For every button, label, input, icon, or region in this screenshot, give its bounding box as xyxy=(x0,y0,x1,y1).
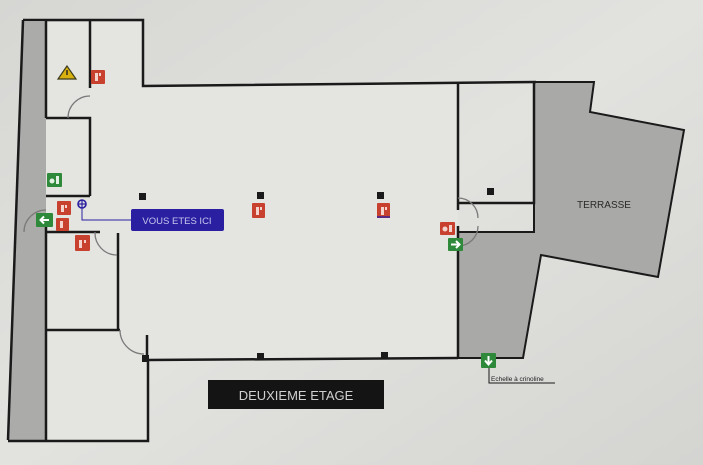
exit-arrow-left-icon xyxy=(36,213,53,227)
column-markers xyxy=(139,188,494,362)
terrace-zone xyxy=(457,81,686,359)
fire-alarm-icon xyxy=(440,222,455,235)
floor-label-badge xyxy=(208,380,384,409)
walls xyxy=(6,18,537,443)
you-are-here-label: VOUS ETES ICI xyxy=(142,216,211,227)
exit-arrow-right-icon xyxy=(448,238,463,251)
fire-extinguisher-icon xyxy=(75,235,90,251)
floor-label: DEUXIEME ETAGE xyxy=(239,388,354,403)
column-marker xyxy=(487,188,494,195)
you-are-here-leader-line xyxy=(81,208,132,221)
evacuation-point-icon xyxy=(47,173,62,187)
fire-extinguisher-icon xyxy=(91,70,105,84)
fire-extinguisher-icon xyxy=(56,218,69,231)
column-marker xyxy=(142,355,149,362)
column-marker xyxy=(381,352,388,359)
terrace-label: TERRASSE xyxy=(577,200,631,211)
column-marker xyxy=(257,192,264,199)
ladder-label: Echelle à crinoline xyxy=(491,376,544,383)
ladder-leader-line xyxy=(488,368,555,384)
fire-extinguisher-icon xyxy=(252,203,265,218)
warning-triangle-icon xyxy=(56,64,78,80)
fire-extinguisher-icon xyxy=(377,203,390,218)
exit-arrow-down-icon xyxy=(481,353,496,368)
you-are-here-marker-icon xyxy=(77,199,87,209)
fire-alarm-icon xyxy=(57,201,71,215)
main-hall-floor xyxy=(46,22,458,443)
column-marker xyxy=(377,192,384,199)
you-are-here-badge xyxy=(131,209,224,231)
column-marker xyxy=(139,193,146,200)
column-marker xyxy=(257,353,264,360)
left-corridor-zone xyxy=(8,22,46,440)
